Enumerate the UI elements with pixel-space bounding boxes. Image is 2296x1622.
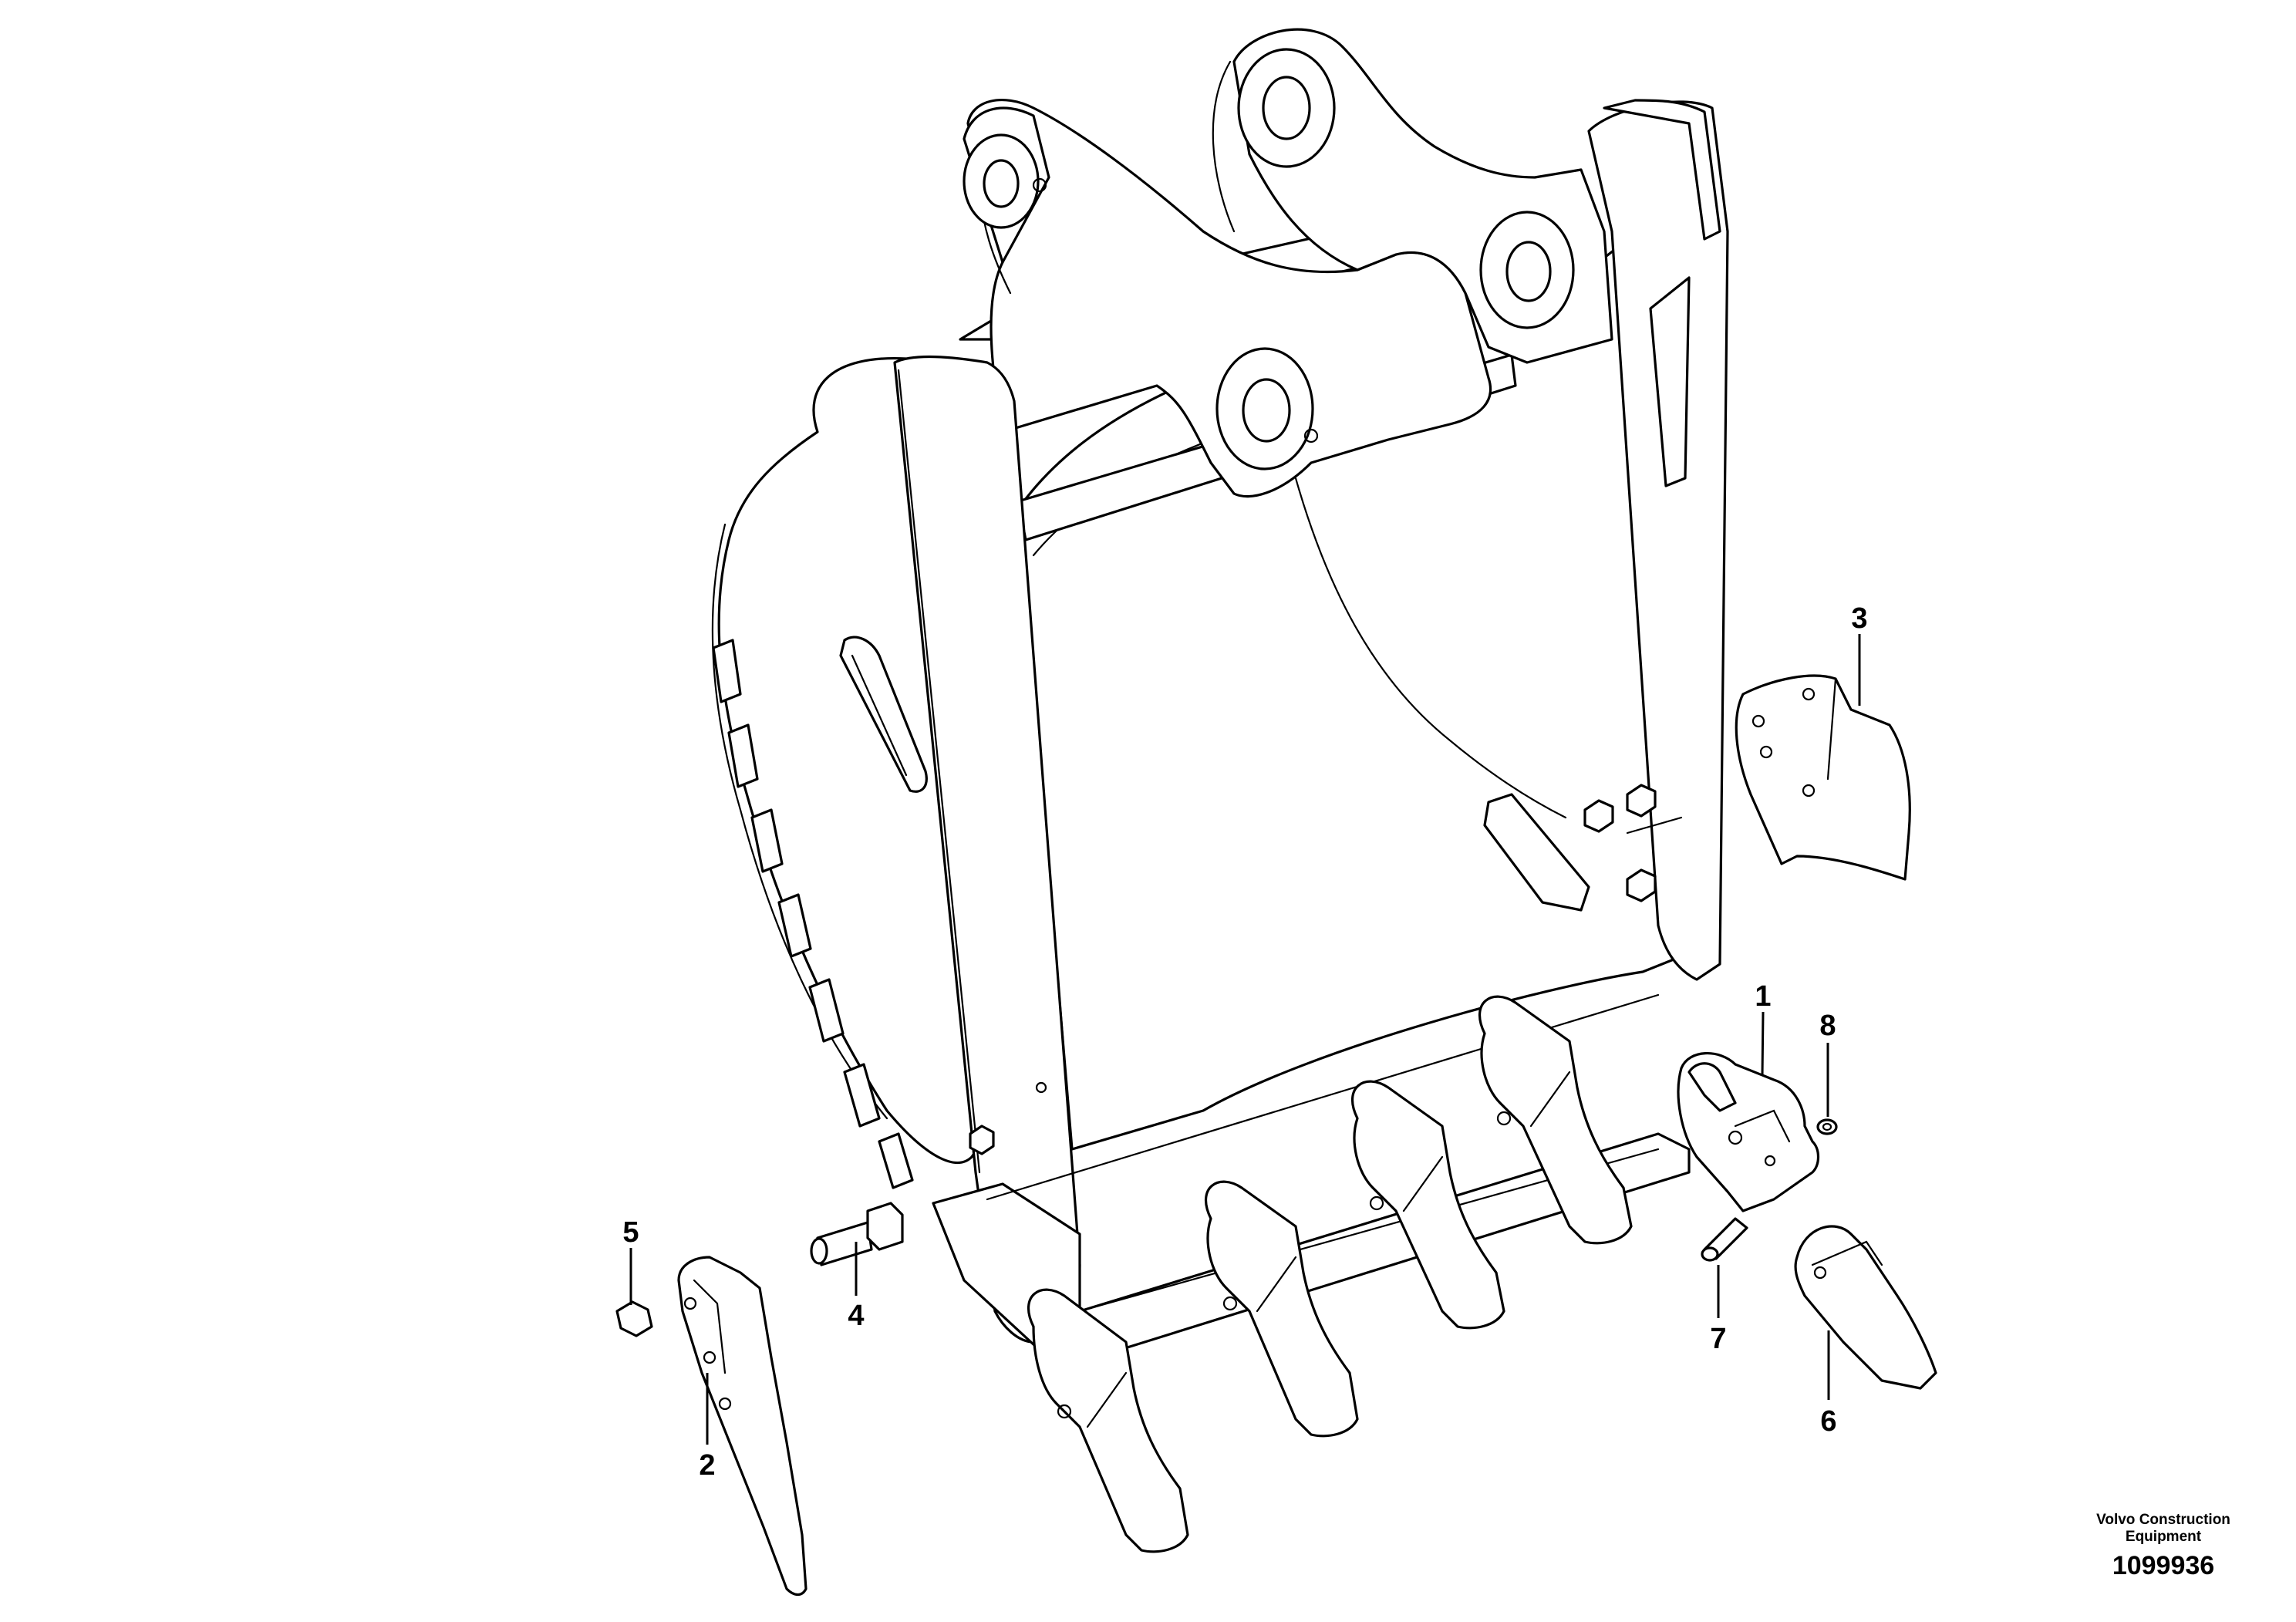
callout-7: 7 [1710,1323,1726,1355]
company-name-line1: Volvo Construction [2096,1512,2230,1528]
callout-1: 1 [1755,980,1771,1013]
company-name-line2: Equipment [2125,1529,2202,1545]
bucket-assembly [711,28,1729,1553]
tooth-3 [1351,1080,1505,1330]
part-7-pin [1701,1217,1748,1262]
callout-5: 5 [622,1216,639,1249]
callout-4: 4 [848,1300,864,1332]
part-2-side-cutter [677,1256,807,1597]
drawing-number: 1099936 [2112,1551,2215,1580]
part-3-side-cutter [1735,674,1911,881]
part-5-nut [615,1300,653,1337]
callout-8: 8 [1819,1010,1836,1042]
leader-lines [629,634,1861,1445]
name-plate [839,636,928,793]
tooth-2 [1205,1180,1359,1438]
side-plate-bolts [1583,784,1657,902]
footer-brand: Volvo Construction Equipment 1099936 [2075,1512,2252,1583]
part-8-retainer [1816,1118,1838,1135]
part-6-tooth [1794,1225,1937,1390]
callout-3: 3 [1851,602,1867,635]
callout-6: 6 [1820,1405,1836,1438]
pin-bosses [963,48,1575,470]
callout-numbers: 1 2 3 4 5 6 7 8 [622,602,1867,1482]
wear-strips [712,639,914,1189]
tooth-1 [1027,1288,1189,1553]
part-4-bolt [810,1202,904,1266]
bucket-teeth [1027,995,1633,1553]
callout-2: 2 [699,1449,715,1482]
part-1-adapter [1677,1052,1820,1212]
tooth-4 [1478,995,1633,1245]
